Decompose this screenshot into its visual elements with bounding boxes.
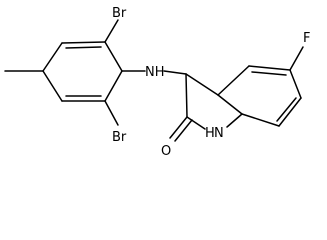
atom-br-top: Br [112,6,127,21]
oxindole-benzene-ring [217,46,304,127]
atom-br-bottom: Br [112,130,127,145]
aryl-ring [42,41,123,102]
br-bottom-bond [104,100,119,126]
carbonyl-bond [169,116,188,139]
amine-bond-right [163,70,187,75]
br-top-bond [104,19,119,43]
atom-labels: Br Br NH F O H N [112,6,310,159]
atom-nh-amine: NH [145,65,165,80]
molecule-structure: Br Br NH F O H N [4,6,310,159]
fluoro-bond [289,46,304,71]
atom-oxygen: O [161,144,171,159]
oxindole-five-ring [169,73,243,142]
atom-nh-ring-n: N [214,126,224,141]
atom-nh-ring-h: H [205,126,215,141]
atom-fluorine: F [303,31,310,46]
aryl-substituents [4,19,187,126]
carbonyl-bond-2 [174,119,193,142]
